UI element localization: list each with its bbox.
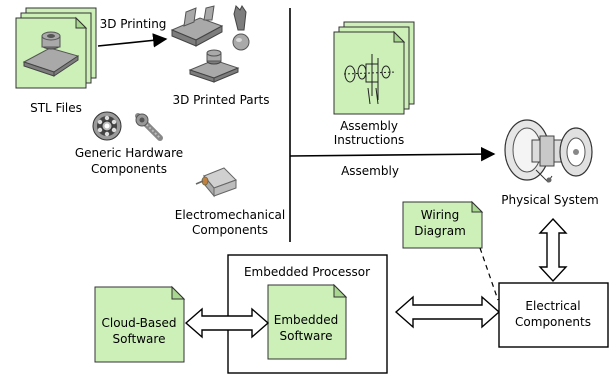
wiring-dashed-connector — [479, 247, 499, 301]
printed-parts-icon[interactable] — [170, 5, 250, 83]
cloud-software-label-2: Software — [113, 332, 166, 346]
electromech-label-1: Electromechanical — [175, 208, 285, 222]
printed-parts-label: 3D Printed Parts — [172, 93, 269, 107]
electromech-label-2: Components — [192, 223, 268, 237]
processor-electrical-double-arrow — [394, 295, 501, 329]
physical-system-label: Physical System — [501, 193, 598, 207]
electrical-components-label-1: Electrical — [525, 299, 580, 313]
wiring-label-2: Diagram — [414, 224, 466, 238]
embedded-processor-label: Embedded Processor — [244, 265, 370, 279]
cloud-software-label-1: Cloud-Based — [101, 316, 176, 330]
assembly-arrow — [289, 146, 496, 162]
bearing-icon[interactable] — [92, 111, 122, 141]
embedded-software-label-1: Embedded — [274, 313, 339, 327]
stl-files-label: STL Files — [30, 101, 82, 115]
stl-files-doc[interactable] — [15, 7, 97, 89]
bolt-icon[interactable] — [135, 113, 163, 141]
cloud-embedded-double-arrow — [184, 307, 270, 339]
printing-label: 3D Printing — [100, 17, 167, 31]
stl-part-icon — [22, 31, 80, 77]
generic-hw-label-2: Components — [91, 162, 167, 176]
electrical-components-label-2: Components — [515, 315, 591, 329]
wiring-diagram-doc[interactable] — [402, 200, 484, 249]
physical-system-icon[interactable] — [504, 119, 593, 183]
assembly-instructions-doc[interactable] — [333, 21, 415, 115]
embedded-software-label-2: Software — [280, 329, 333, 343]
assembly-instructions-label-1: Assembly — [340, 119, 398, 133]
generic-hw-label-1: Generic Hardware — [75, 146, 183, 160]
wiring-label-1: Wiring — [421, 208, 459, 222]
printing-arrow — [97, 33, 168, 48]
embedded-software-doc[interactable] — [267, 283, 348, 360]
cloud-software-doc[interactable] — [94, 285, 186, 363]
physical-electrical-double-arrow — [538, 217, 568, 283]
assembly-label: Assembly — [341, 164, 399, 178]
electrical-components-box[interactable] — [498, 282, 609, 348]
assembly-instructions-label-2: Instructions — [334, 133, 404, 147]
exploded-assembly-icon — [343, 54, 397, 105]
motor-icon[interactable] — [195, 167, 237, 198]
